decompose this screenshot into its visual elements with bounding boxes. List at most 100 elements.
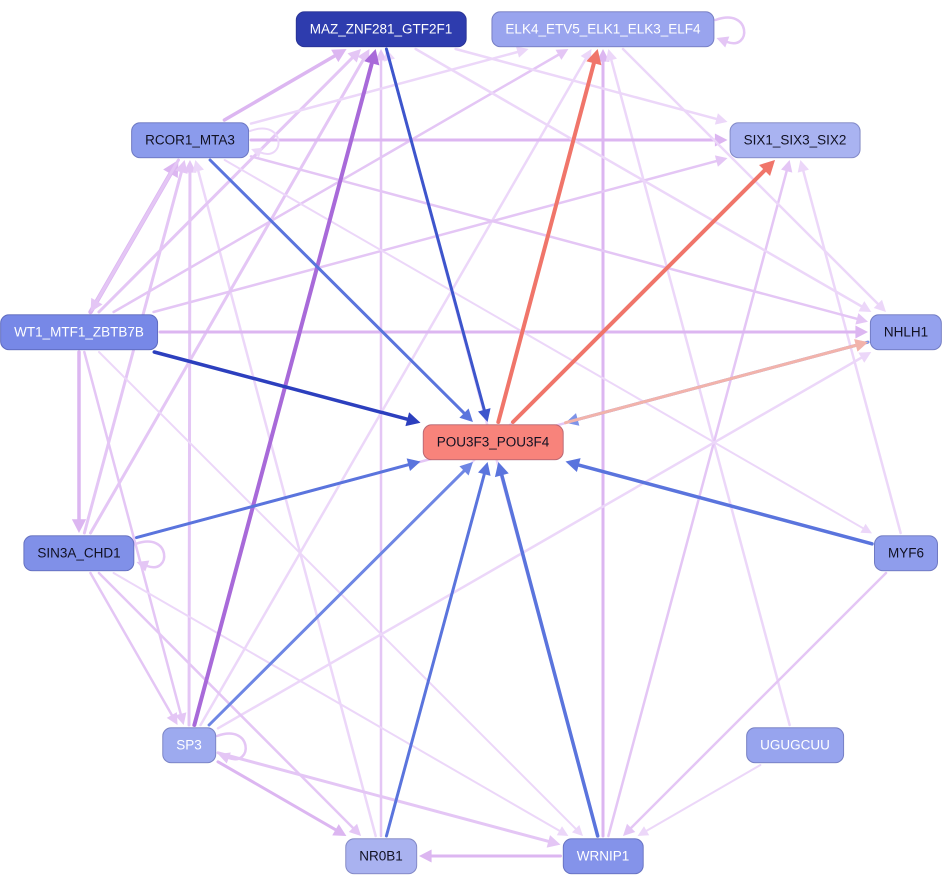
edge-SP3-to-WRNIP1 — [216, 751, 550, 843]
edge-SIN3A_CHD1-to-NR0B1-arrowhead — [348, 823, 362, 836]
node-NHLH1[interactable]: NHLH1 — [869, 314, 943, 350]
edge-WT1_MTF1_ZBTB7B-to-NHLH1-arrowhead — [855, 325, 868, 339]
edge-RCOR1_MTA3-to-POU3F3_POU3F4 — [208, 158, 466, 415]
node-POU3F3_POU3F4[interactable]: POU3F3_POU3F4 — [422, 424, 564, 460]
node-SIX1_SIX3_SIX2[interactable]: SIX1_SIX3_SIX2 — [729, 122, 861, 158]
edge-RCOR1_MTA3-to-MYF6-arrowhead — [860, 523, 872, 534]
edge-SP3-to-MAZ_ZNF281_GTF2F1-arrowhead — [364, 49, 380, 66]
edge-WT1_MTF1_ZBTB7B-to-SP3-arrowhead — [175, 712, 187, 725]
edge-POU3F3_POU3F4-to-SIX1_SIX3_SIX2 — [511, 168, 767, 424]
edge-WT1_MTF1_ZBTB7B-to-ELK4_ETV5_ELK1_ELK3_ELF4 — [112, 53, 560, 314]
edge-WT1_MTF1_ZBTB7B-to-POU3F3_POU3F4-arrowhead — [405, 412, 421, 427]
edge-POU3F3_POU3F4-to-ELK4_ETV5_ELK1_ELK3_ELF4-arrowhead — [586, 49, 602, 66]
edge-WRNIP1-to-SIX1_SIX3_SIX2 — [607, 169, 788, 838]
edge-RCOR1_MTA3-to-ELK4_ETV5_ELK1_ELK3_ELF4-arrowhead — [515, 46, 529, 58]
edge-SIN3A_CHD1-to-POU3F3_POU3F4 — [135, 463, 410, 540]
edge-SP3-to-ELK4_ETV5_ELK1_ELK3_ELF4-arrowhead — [580, 49, 592, 62]
edge-WT1_MTF1_ZBTB7B-to-WRNIP1 — [98, 351, 577, 830]
edge-WT1_MTF1_ZBTB7B-to-POU3F3_POU3F4 — [152, 350, 410, 421]
edge-RCOR1_MTA3-to-WT1_MTF1_ZBTB7B — [95, 158, 180, 303]
edge-NR0B1-to-RCOR1_MTA3-arrowhead — [192, 160, 204, 173]
edge-POU3F3_POU3F4-to-SIX1_SIX3_SIX2-arrowhead — [759, 160, 775, 176]
edge-POU3F3_POU3F4-to-NHLH1 — [564, 343, 858, 425]
edge-WRNIP1-to-SIX1_SIX3_SIX2-arrowhead — [781, 160, 793, 173]
node-ELK4_ETV5_ELK1_ELK3_ELF4[interactable]: ELK4_ETV5_ELK1_ELK3_ELF4 — [491, 11, 715, 47]
node-WRNIP1[interactable]: WRNIP1 — [562, 838, 644, 874]
edge-ELK4_ETV5_ELK1_ELK3_ELF4-to-NHLH1 — [621, 47, 880, 306]
edge-RCOR1_MTA3-to-MAZ_ZNF281_GTF2F1-arrowhead — [331, 49, 347, 63]
edge-SIN3A_CHD1-to-RCOR1_MTA3 — [82, 170, 183, 535]
edge-SP3-to-POU3F3_POU3F4 — [207, 469, 466, 727]
edge-RCOR1_MTA3-to-NHLH1 — [249, 155, 859, 321]
node-RCOR1_MTA3[interactable]: RCOR1_MTA3 — [131, 122, 249, 158]
edge-SP3-to-RCOR1_MTA3 — [187, 171, 192, 727]
edge-MYF6-to-WRNIP1-arrowhead — [623, 823, 636, 836]
edge-RCOR1_MTA3-to-RCOR1_MTA3-arrowhead — [251, 147, 263, 158]
edge-NR0B1-to-MAZ_ZNF281_GTF2F1-arrowhead — [375, 49, 387, 61]
edge-RCOR1_MTA3-to-WT1_MTF1_ZBTB7B-arrowhead — [90, 297, 103, 312]
edge-MYF6-to-WRNIP1 — [629, 571, 888, 830]
edge-NR0B1-to-RCOR1_MTA3 — [197, 169, 377, 838]
edge-WRNIP1-to-POU3F3_POU3F4-arrowhead — [494, 462, 509, 478]
edge-WRNIP1-to-NR0B1-arrowhead — [419, 849, 432, 863]
node-WT1_MTF1_ZBTB7B[interactable]: WT1_MTF1_ZBTB7B — [0, 314, 158, 350]
edge-NR0B1-to-POU3F3_POU3F4-arrowhead — [478, 462, 491, 476]
edge-SP3-to-ELK4_ETV5_ELK1_ELK3_ELF4 — [199, 57, 587, 727]
edge-SIN3A_CHD1-to-SIN3A_CHD1-arrowhead — [136, 560, 150, 572]
node-UGUGCUU[interactable]: UGUGCUU — [746, 727, 844, 763]
edge-RCOR1_MTA3-to-ELK4_ETV5_ELK1_ELK3_ELF4 — [249, 50, 519, 125]
edge-SIN3A_CHD1-to-WRNIP1-arrowhead — [556, 826, 569, 836]
edge-SIN3A_CHD1-to-SP3 — [89, 571, 174, 717]
edge-MYF6-to-POU3F3_POU3F4-arrowhead — [565, 458, 581, 472]
edge-ELK4_ETV5_ELK1_ELK3_ELF4-to-ELK4_ETV5_ELK1_ELK3_ELF4 — [714, 16, 746, 45]
edge-SIN3A_CHD1-to-RCOR1_MTA3-arrowhead — [175, 160, 188, 174]
edge-RCOR1_MTA3-to-MYF6 — [223, 159, 864, 530]
edge-WT1_MTF1_ZBTB7B-to-SP3 — [83, 350, 182, 716]
edge-MAZ_ZNF281_GTF2F1-to-NHLH1 — [414, 47, 863, 308]
edge-RCOR1_MTA3-to-POU3F3_POU3F4-arrowhead — [459, 408, 473, 422]
edge-MAZ_ZNF281_GTF2F1-to-SIX1_SIX3_SIX2-arrowhead — [714, 113, 728, 125]
edge-ELK4_ETV5_ELK1_ELK3_ELF4-to-NHLH1-arrowhead — [873, 299, 886, 312]
edge-RCOR1_MTA3-to-RCOR1_MTA3 — [249, 127, 280, 155]
edge-RCOR1_MTA3-to-MAZ_ZNF281_GTF2F1 — [222, 54, 337, 122]
edge-MYF6-to-POU3F3_POU3F4 — [576, 463, 874, 546]
edge-POU3F3_POU3F4-to-NHLH1-arrowhead — [854, 339, 868, 352]
edge-UGUGCUU-to-WRNIP1 — [645, 764, 762, 832]
node-MYF6[interactable]: MYF6 — [873, 535, 939, 571]
edge-SIN3A_CHD1-to-SIN3A_CHD1 — [134, 540, 166, 569]
edge-SP3-to-MAZ_ZNF281_GTF2F1 — [192, 61, 374, 727]
edge-WT1_MTF1_ZBTB7B-to-SIN3A_CHD1-arrowhead — [71, 519, 87, 533]
edge-WT1_MTF1_ZBTB7B-to-ELK4_ETV5_ELK1_ELK3_ELF4-arrowhead — [555, 49, 569, 60]
edge-SIN3A_CHD1-to-SP3-arrowhead — [166, 712, 178, 725]
edge-UGUGCUU-to-WRNIP1-arrowhead — [637, 826, 650, 836]
edge-WT1_MTF1_ZBTB7B-to-MAZ_ZNF281_GTF2F1 — [97, 56, 354, 314]
edge-UGUGCUU-to-ELK4_ETV5_ELK1_ELK3_ELF4-arrowhead — [605, 49, 617, 62]
edge-WT1_MTF1_ZBTB7B-to-SIX1_SIX3_SIX2 — [152, 159, 718, 314]
edge-MYF6-to-SIX1_SIX3_SIX2-arrowhead — [797, 160, 810, 173]
node-SP3[interactable]: SP3 — [162, 727, 216, 763]
edge-POU3F3_POU3F4-to-ELK4_ETV5_ELK1_ELK3_ELF4 — [496, 61, 596, 424]
edge-NR0B1-to-POU3F3_POU3F4 — [384, 472, 486, 838]
edge-SP3-to-RCOR1_MTA3-arrowhead — [183, 160, 197, 173]
edge-SP3-to-WRNIP1-arrowhead — [546, 835, 561, 848]
edge-SIN3A_CHD1-to-WRNIP1 — [112, 572, 561, 832]
edge-SIN3A_CHD1-to-POU3F3_POU3F4-arrowhead — [406, 458, 421, 471]
node-NR0B1[interactable]: NR0B1 — [345, 838, 417, 874]
edge-SP3-to-NHLH1 — [216, 356, 863, 730]
edge-SP3-to-POU3F3_POU3F4-arrowhead — [459, 462, 473, 476]
edge-UGUGCUU-to-ELK4_ETV5_ELK1_ELK3_ELF4 — [610, 58, 791, 727]
edge-MAZ_ZNF281_GTF2F1-to-POU3F3_POU3F4 — [384, 47, 486, 412]
edge-SP3-to-NR0B1 — [216, 760, 337, 832]
edge-WT1_MTF1_ZBTB7B-to-WRNIP1-arrowhead — [571, 824, 583, 836]
edge-MAZ_ZNF281_GTF2F1-to-NHLH1-arrowhead — [858, 301, 872, 312]
edge-WT1_MTF1_ZBTB7B-to-SIX1_SIX3_SIX2-arrowhead — [714, 155, 728, 167]
node-MAZ_ZNF281_GTF2F1[interactable]: MAZ_ZNF281_GTF2F1 — [295, 11, 467, 47]
edge-ELK4_ETV5_ELK1_ELK3_ELF4-to-ELK4_ETV5_ELK1_ELK3_ELF4-arrowhead — [716, 36, 730, 48]
edge-SP3-to-SP3 — [215, 732, 247, 761]
edge-MAZ_ZNF281_GTF2F1-to-SIX1_SIX3_SIX2 — [454, 47, 718, 121]
edge-WT1_MTF1_ZBTB7B-to-MAZ_ZNF281_GTF2F1-arrowhead — [347, 49, 362, 63]
edge-WRNIP1-to-POU3F3_POU3F4 — [500, 473, 600, 838]
node-SIN3A_CHD1[interactable]: SIN3A_CHD1 — [23, 535, 135, 571]
edge-MYF6-to-SIX1_SIX3_SIX2 — [802, 169, 902, 535]
